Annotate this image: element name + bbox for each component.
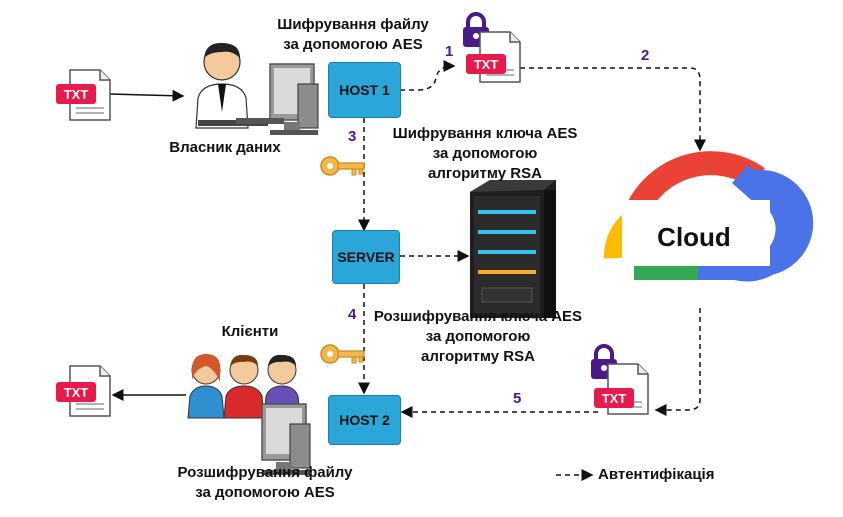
svg-text:Cloud: Cloud [657,222,731,252]
svg-text:TXT: TXT [64,385,89,400]
server-rack-icon [470,180,556,318]
encrypt-file-line1: Шифрування файлу [277,16,429,33]
decrypt-key-line1: Розшифрування ключа AES [373,308,583,325]
computer-icon [269,63,319,136]
svg-text:TXT: TXT [602,391,627,406]
encrypt-file-label: Шифрування файлу за допомогою AES [268,15,438,55]
txt-file-icon: TXT [56,69,111,121]
key-icon [320,344,365,364]
key-icon [320,156,365,176]
decrypt-key-line2: за допомогою [425,328,531,345]
legend-label: Автентифікація [598,466,715,483]
decrypt-key-label: Розшифрування ключа AES за допомогою алг… [368,307,588,367]
owner-label: Власник даних [169,139,281,156]
step-number-5: 5 [513,390,522,407]
person-icon [195,42,268,129]
decrypt-file-label: Розшифрування файлу за допомогою AES [165,463,365,503]
locked-txt-file-icon: TXT [589,344,649,415]
arrow-step1 [400,60,456,91]
decrypt-file-line2: за допомогою AES [195,484,335,501]
encrypt-key-line3: алгоритму RSA [428,165,542,182]
host2-node: HOST 2 [328,395,401,445]
svg-text:TXT: TXT [64,87,89,102]
encrypt-file-line2: за допомогою AES [283,36,423,53]
step-number-1: 1 [445,43,454,60]
encrypt-key-line2: за допомогою [432,145,538,162]
step-number-3: 3 [348,128,357,145]
encrypt-key-label: Шифрування ключа AES за допомогою алгори… [385,124,585,184]
cloud-icon: Cloud [603,151,814,282]
arrow-owner-input [109,89,185,102]
svg-text:TXT: TXT [474,57,499,72]
clients-label: Клієнти [221,323,279,340]
server-node: SERVER [332,230,400,284]
decrypt-key-line3: алгоритму RSA [421,348,535,365]
arrow-cloud-to-file [654,308,701,416]
decrypt-file-line1: Розшифрування файлу [177,464,353,481]
encrypt-key-line1: Шифрування ключа AES [392,125,578,142]
txt-file-icon: TXT [56,365,111,417]
step-number-2: 2 [641,47,650,64]
person-icon [223,354,265,419]
locked-txt-file-icon: TXT [461,12,521,83]
host1-node: HOST 1 [328,62,401,118]
keyboard-icon [236,118,284,124]
person-icon [187,354,225,419]
step-number-4: 4 [348,306,357,323]
